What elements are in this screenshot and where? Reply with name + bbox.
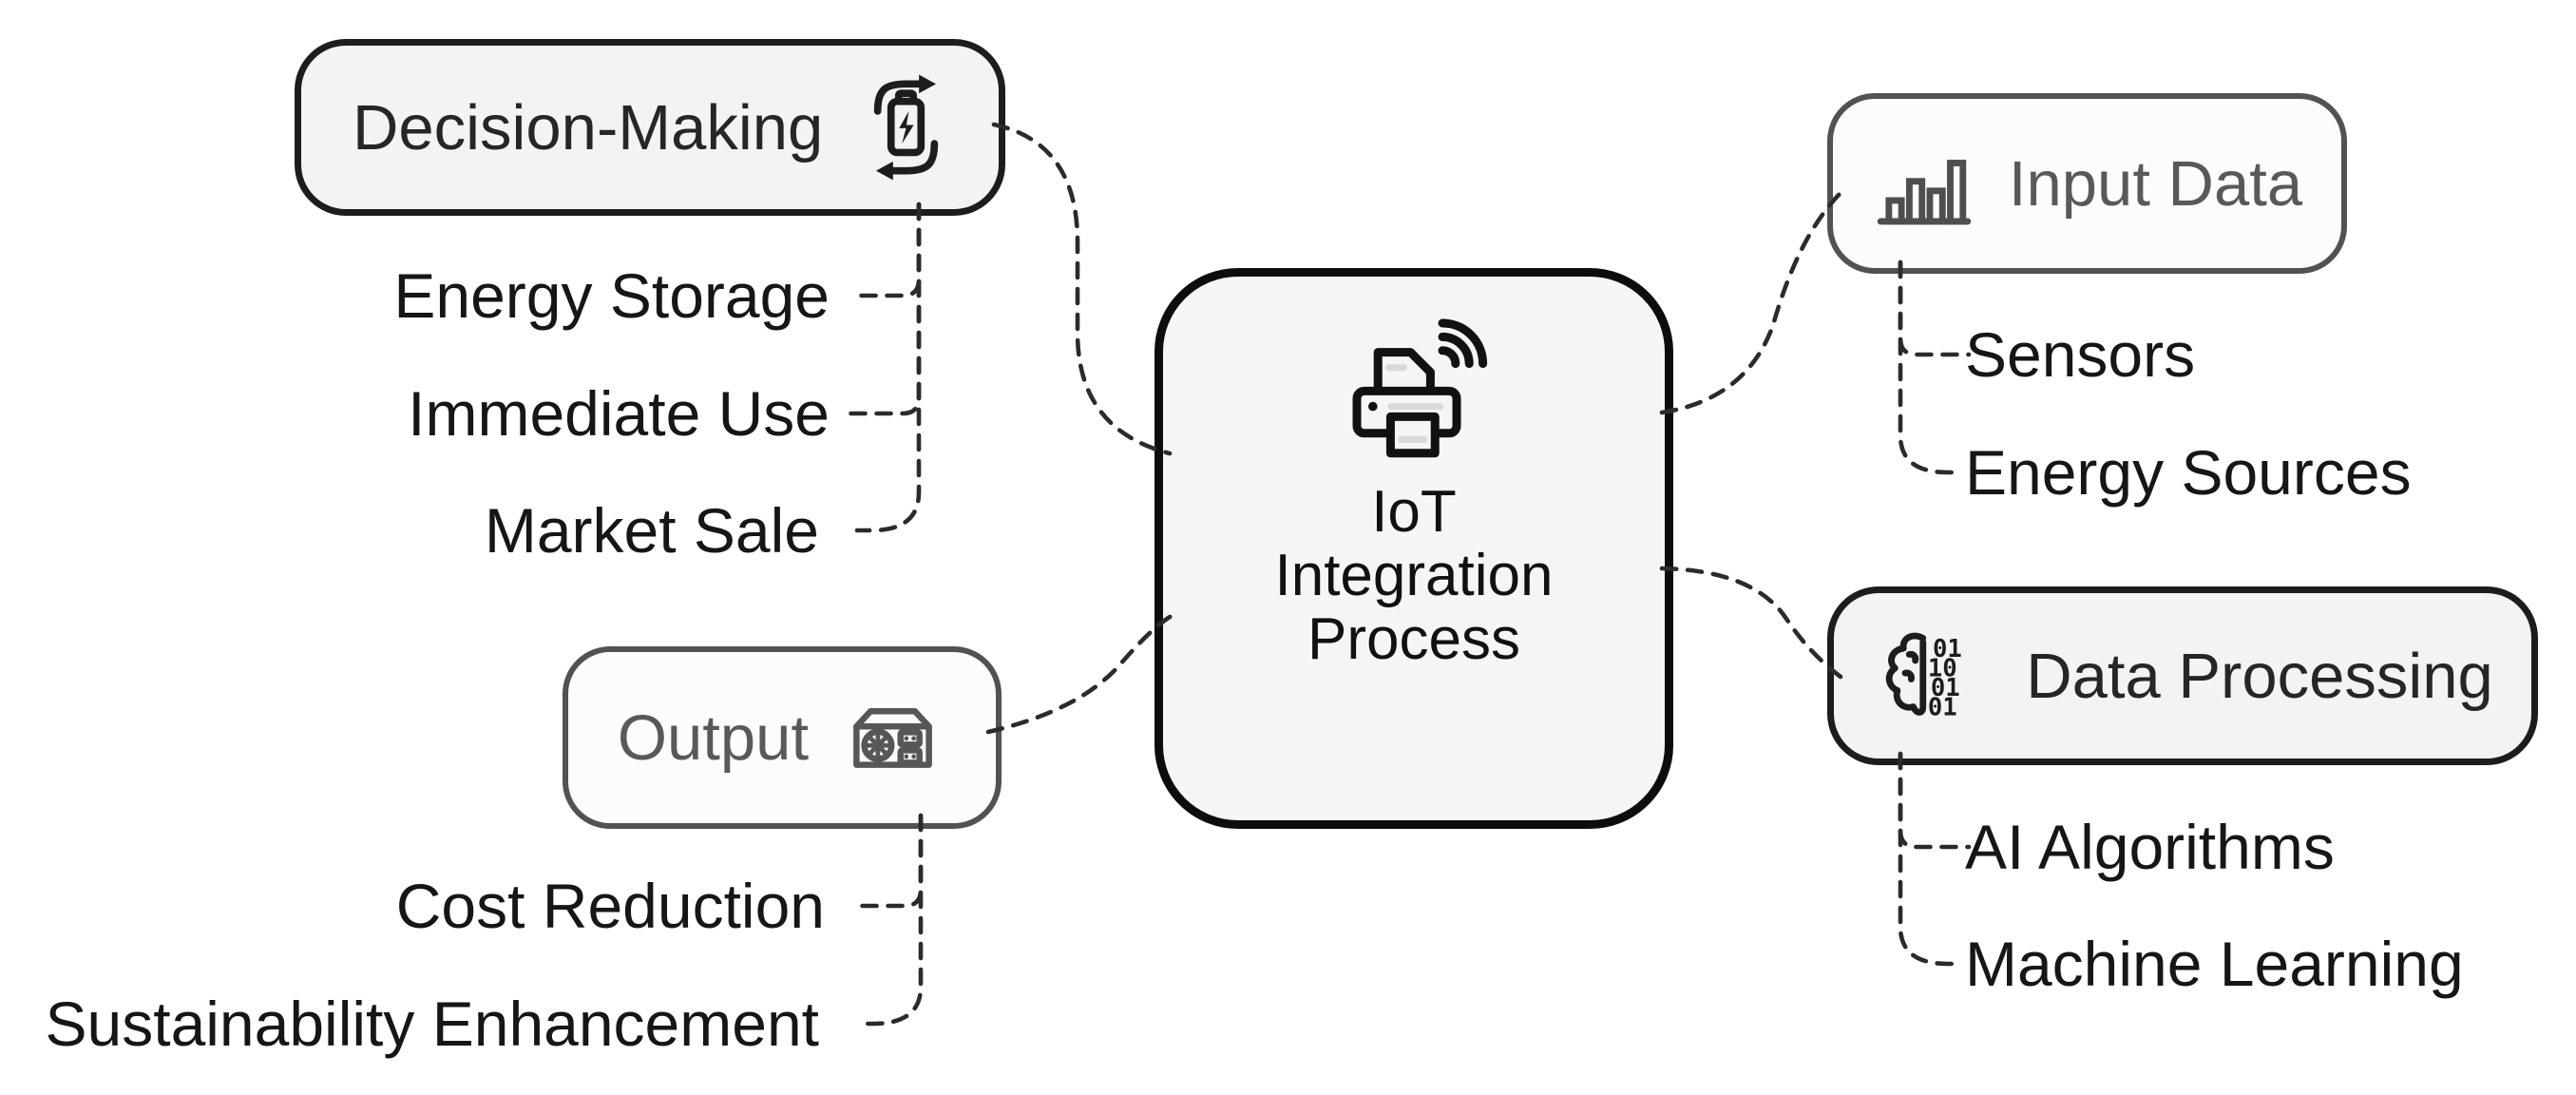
brain-binary-icon: 01 10 01 01 bbox=[1886, 632, 1962, 721]
edge-decision-making-energy-storage bbox=[848, 202, 922, 298]
leaf-sensors: Sensors bbox=[1965, 319, 2196, 390]
root-label: IoT Integration Process bbox=[1275, 480, 1554, 671]
edge-input-data-sensors bbox=[1898, 259, 1972, 357]
node-decision-making: Decision-Making bbox=[295, 39, 1005, 216]
decision-making-label: Decision-Making bbox=[353, 91, 824, 163]
binary-row: 10 bbox=[1928, 654, 1957, 682]
root-label-line: Integration bbox=[1274, 543, 1554, 608]
edge-decision-making-market-sale bbox=[854, 202, 922, 533]
node-iot-integration-process: IoT Integration Process bbox=[1154, 268, 1673, 829]
power-supply-icon bbox=[853, 708, 932, 768]
node-data-processing: 01 10 01 01 Data Processing bbox=[1827, 586, 2538, 765]
root-label-line: IoT bbox=[1371, 479, 1457, 545]
binary-row: 01 bbox=[1931, 673, 1960, 701]
leaf-ai-algorithms: AI Algorithms bbox=[1965, 812, 2335, 882]
node-input-data: Input Data bbox=[1827, 93, 2347, 274]
edge-root-decision-making bbox=[991, 122, 1173, 456]
leaf-energy-storage: Energy Storage bbox=[393, 260, 830, 331]
binary-row: 01 bbox=[1928, 693, 1957, 721]
wireless-printer-icon bbox=[1352, 318, 1488, 458]
edge-decision-making-immediate-use bbox=[848, 202, 922, 416]
battery-sync-icon bbox=[873, 74, 939, 181]
root-label-line: Process bbox=[1307, 606, 1520, 672]
data-processing-label: Data Processing bbox=[2026, 640, 2493, 712]
edge-root-data-processing bbox=[1659, 566, 1843, 680]
leaf-sustainability-enhancement: Sustainability Enhancement bbox=[45, 989, 820, 1059]
edge-data-processing-ai-algorithms bbox=[1898, 751, 1972, 850]
edge-root-input-data bbox=[1659, 191, 1842, 415]
edge-data-processing-machine-learning bbox=[1898, 751, 1965, 967]
output-label: Output bbox=[617, 701, 810, 774]
leaf-immediate-use: Immediate Use bbox=[408, 378, 830, 449]
edge-output-sustainability-enhancement bbox=[856, 813, 924, 1027]
input-data-label: Input Data bbox=[2008, 147, 2303, 220]
edge-input-data-energy-sources bbox=[1898, 259, 1965, 475]
leaf-market-sale: Market Sale bbox=[484, 495, 819, 566]
leaf-cost-reduction: Cost Reduction bbox=[395, 871, 825, 941]
binary-row: 01 bbox=[1933, 635, 1962, 663]
node-output: Output bbox=[563, 646, 1002, 829]
leaf-machine-learning: Machine Learning bbox=[1965, 929, 2464, 999]
edge-root-output bbox=[985, 611, 1177, 735]
edge-output-cost-reduction bbox=[849, 813, 924, 909]
bar-chart-icon bbox=[1877, 159, 1972, 224]
leaf-energy-sources: Energy Sources bbox=[1965, 437, 2412, 508]
